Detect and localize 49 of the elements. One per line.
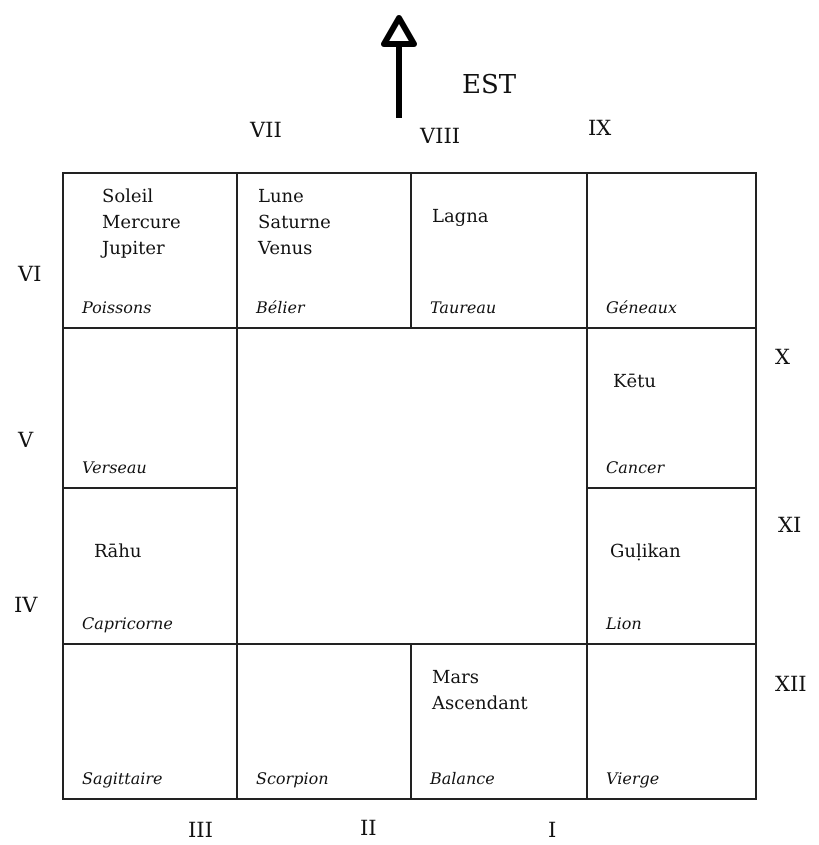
house-number: X (775, 345, 790, 369)
planet-name: Guḷikan (610, 541, 681, 562)
chart-house (236, 643, 412, 800)
planet-name: Rāhu (94, 541, 142, 562)
direction-label: EST (462, 70, 516, 100)
chart-house (586, 327, 757, 489)
chart-house (586, 172, 757, 329)
chart-house (410, 172, 588, 329)
house-number: VI (18, 262, 42, 286)
house-number: VII (250, 118, 282, 142)
sign-name: Cancer (606, 458, 664, 477)
chart-house (410, 643, 588, 800)
planet-name: Lagna (432, 206, 489, 227)
planet-name: Kētu (613, 371, 656, 392)
house-number: IV (14, 593, 38, 617)
planet-name: Saturne (258, 212, 331, 233)
house-number: XII (775, 672, 807, 696)
sign-name: Vierge (606, 769, 660, 788)
sign-name: Balance (430, 769, 495, 788)
planet-name: Ascendant (432, 693, 528, 714)
chart-house (586, 487, 757, 645)
planet-name: Soleil (102, 186, 154, 207)
sign-name: Géneaux (606, 298, 677, 317)
house-number: IX (588, 116, 612, 140)
chart-house (62, 172, 238, 329)
planet-name: Mars (432, 667, 480, 688)
house-number: I (548, 818, 556, 842)
chart-house (586, 643, 757, 800)
sign-name: Taureau (430, 298, 496, 317)
house-number: XI (778, 513, 802, 537)
planet-name: Mercure (102, 212, 181, 233)
chart-house (62, 487, 238, 645)
sign-name: Verseau (82, 458, 147, 477)
chart-house (236, 172, 412, 329)
planet-name: Venus (258, 238, 312, 259)
sign-name: Scorpion (256, 769, 328, 788)
planet-name: Jupiter (102, 238, 165, 259)
sign-name: Bélier (256, 298, 305, 317)
sign-name: Lion (606, 614, 642, 633)
sign-name: Sagittaire (82, 769, 162, 788)
chart-house (62, 643, 238, 800)
sign-name: Capricorne (82, 614, 173, 633)
house-number: II (360, 816, 377, 840)
chart-house (62, 327, 238, 489)
house-number: V (18, 428, 34, 452)
planet-name: Lune (258, 186, 304, 207)
house-number: VIII (420, 124, 460, 148)
house-number: III (188, 818, 213, 842)
sign-name: Poissons (82, 298, 152, 317)
